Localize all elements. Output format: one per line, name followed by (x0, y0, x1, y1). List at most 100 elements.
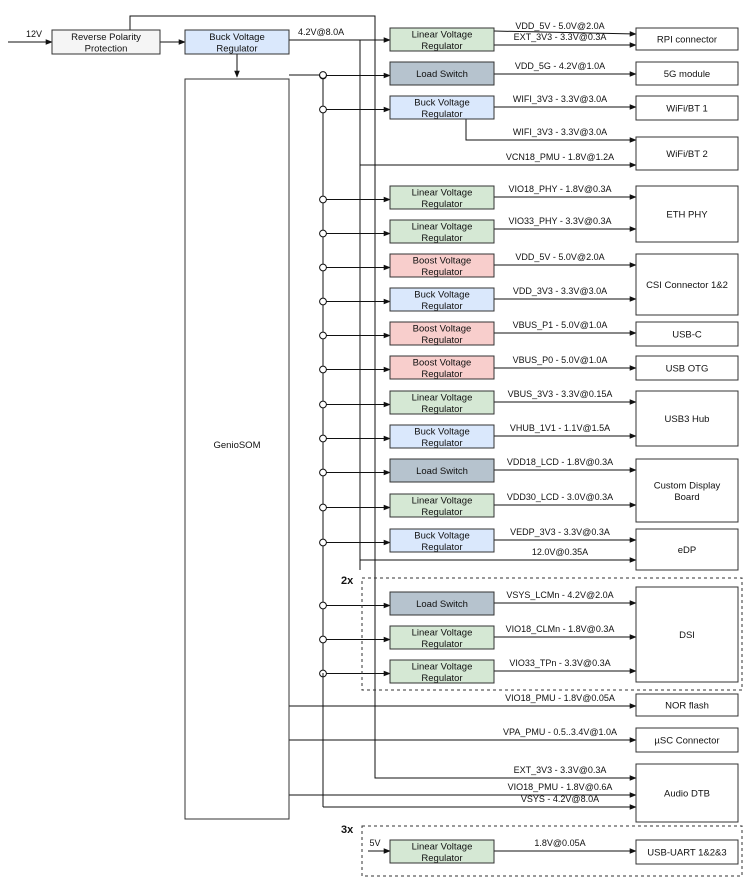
output-o8-text: USB OTG (666, 364, 709, 375)
output-o14-text: µSC Connector (654, 736, 719, 747)
rail-label-16: VEDP_3V3 - 3.3V@0.3A (510, 527, 610, 537)
rail-label-18: VSYS_LCMn - 4.2V@2.0A (506, 590, 613, 600)
regulator-r3 (389, 95, 495, 120)
output-o11-text: eDP (678, 545, 696, 556)
output-o9 (635, 390, 739, 447)
rail-label-4: WIFI_3V3 - 3.3V@3.0A (513, 127, 607, 137)
regulator-r6 (389, 253, 495, 278)
rail-label-12: VBUS_3V3 - 3.3V@0.15A (508, 389, 613, 399)
regulator-r9-text: Boost Voltage (413, 357, 472, 368)
rail-label-8: VDD_5V - 5.0V@2.0A (515, 252, 604, 262)
rail-label-19: VIO18_CLMn - 1.8V@0.3A (506, 624, 615, 634)
regulator-r17-text: Linear Voltage (412, 661, 473, 672)
regulator-r4 (389, 185, 495, 210)
output-o1 (635, 27, 739, 51)
output-o7 (635, 321, 739, 347)
output-o12 (635, 586, 739, 683)
regulator-r1-text: Linear Voltage (412, 29, 473, 40)
regulator-r5-text: Regulator (421, 233, 462, 244)
regulator-r13-text: Linear Voltage (412, 495, 473, 506)
output-o13 (635, 693, 739, 717)
bus-junction-8 (319, 331, 327, 340)
bus-junction-14 (319, 538, 327, 547)
bus-junction-11 (319, 434, 327, 443)
output-o12-text: DSI (679, 630, 695, 641)
output-o3 (635, 95, 739, 121)
regulator-r16-text: Regulator (421, 639, 462, 650)
regulator-r10-text: Regulator (421, 404, 462, 415)
rail-label-2: VDD_5G - 4.2V@1.0A (515, 61, 605, 71)
uart-input-label: 5V (369, 838, 380, 848)
buck-main-block (184, 29, 290, 55)
reverse-polarity-text: Reverse Polarity (71, 32, 141, 43)
output-o5-text: ETH PHY (666, 210, 708, 221)
output-o8 (635, 355, 739, 381)
bus-junction-6 (319, 263, 327, 272)
regulator-r2-text: Load Switch (416, 69, 468, 80)
regulator-r14-text: Buck Voltage (414, 530, 469, 541)
rail-label-10: VBUS_P1 - 5.0V@1.0A (513, 320, 608, 330)
geniosom-block (184, 78, 290, 820)
output-o2 (635, 61, 739, 86)
regulator-r12-text: Load Switch (416, 466, 468, 477)
bus-junction-4 (319, 195, 327, 204)
output-o7-text: USB-C (672, 330, 702, 341)
edp-12v-drop (289, 39, 361, 570)
regulator-r15 (389, 591, 495, 616)
output-o4-text: WiFi/BT 2 (666, 149, 708, 160)
rail-label-5: VCN18_PMU - 1.8V@1.2A (506, 152, 614, 162)
rail-label-25: VSYS - 4.2V@8.0A (521, 794, 599, 804)
output-o10-text: Board (674, 492, 699, 503)
output-o1-text: RPI connector (657, 35, 717, 46)
regulator-r6-text: Regulator (421, 267, 462, 278)
bus-junction-3 (319, 105, 327, 114)
rail-label-23: EXT_3V3 - 3.3V@0.3A (514, 765, 607, 775)
output-o2-text: 5G module (664, 69, 710, 80)
output-o3-text: WiFi/BT 1 (666, 104, 708, 115)
bus-junction-top (319, 71, 327, 79)
output-o4 (635, 136, 739, 171)
regulator-r11 (389, 424, 495, 449)
bus-junction-5 (319, 229, 327, 238)
regulator-r7 (389, 287, 495, 312)
regulator-r18-text: Regulator (421, 853, 462, 864)
geniosom-label: GenioSOM (214, 440, 261, 451)
connection-lines (8, 15, 637, 854)
regulator-r10-text: Linear Voltage (412, 392, 473, 403)
regulator-r8-text: Regulator (421, 335, 462, 346)
regulator-r3-text: Buck Voltage (414, 97, 469, 108)
output-o6 (635, 253, 739, 316)
regulator-r14 (389, 528, 495, 553)
regulator-r11-text: Buck Voltage (414, 426, 469, 437)
rail-label-13: VHUB_1V1 - 1.1V@1.5A (510, 423, 610, 433)
regulator-r8 (389, 321, 495, 346)
uart-multiplier: 3x (341, 824, 354, 836)
regulator-r7-text: Buck Voltage (414, 289, 469, 300)
rail-label-15: VDD30_LCD - 3.0V@0.3A (507, 492, 613, 502)
bus-junction-10 (319, 400, 327, 409)
buck-output-label: 4.2V@8.0A (298, 27, 344, 37)
regulator-r13 (389, 493, 495, 518)
regulator-r3-text: Regulator (421, 109, 462, 120)
input-voltage-label: 12V (26, 29, 42, 39)
regulator-r17 (389, 659, 495, 684)
rail-label-17: 12.0V@0.35A (532, 547, 588, 557)
regulator-r5 (389, 219, 495, 244)
output-o16-text: USB-UART 1&2&3 (647, 848, 726, 859)
rail-label-0: VDD_5V - 5.0V@2.0A (515, 21, 604, 31)
rail-label-9: VDD_3V3 - 3.3V@3.0A (513, 286, 607, 296)
regulator-r6-text: Boost Voltage (413, 255, 472, 266)
blocks (51, 27, 743, 877)
regulator-r16 (389, 625, 495, 650)
rail-label-21: VIO18_PMU - 1.8V@0.05A (505, 693, 615, 703)
rail-label-6: VIO18_PHY - 1.8V@0.3A (508, 184, 611, 194)
regulator-r5-text: Linear Voltage (412, 221, 473, 232)
output-o10-text: Custom Display (654, 480, 721, 491)
output-o15-text: Audio DTB (664, 789, 710, 800)
regulator-r10 (389, 390, 495, 415)
rail-label-24: VIO18_PMU - 1.8V@0.6A (508, 782, 613, 792)
regulator-r15-text: Load Switch (416, 599, 468, 610)
rail-wire-4 (465, 119, 637, 143)
